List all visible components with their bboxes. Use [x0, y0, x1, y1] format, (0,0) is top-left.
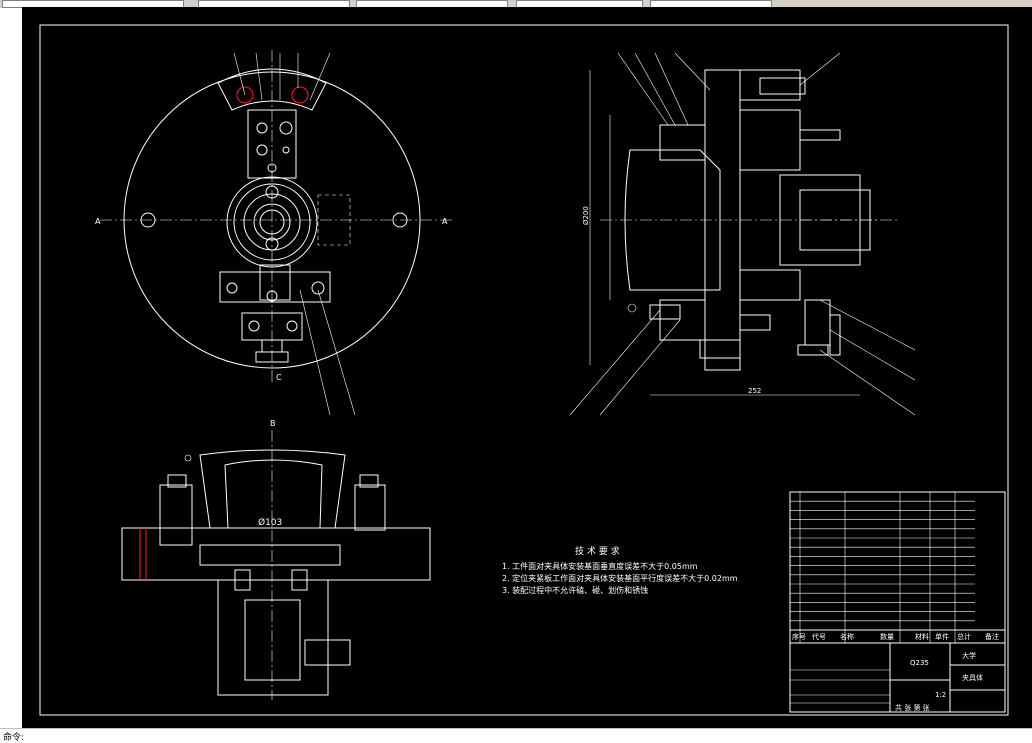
- tech-req-item: 1. 工件面对夹具体安装基面垂直度误差不大于0.05mm: [502, 561, 698, 571]
- command-prompt[interactable]: 命令:: [3, 733, 25, 743]
- bom-header-cell: 名称: [840, 632, 854, 641]
- section-label-a-right: A: [442, 217, 448, 226]
- dim-252: 252: [748, 387, 761, 395]
- section-label-c: C: [276, 373, 282, 382]
- tech-req-item: 2. 定位夹紧板工作面对夹具体安装基面平行度误差不大于0.02mm: [502, 573, 738, 583]
- drawing-name: 夹具体: [962, 673, 983, 682]
- status-bar: 命令:: [0, 728, 1032, 743]
- section-label-a-left: A: [95, 217, 101, 226]
- tech-requirements: 技 术 要 求 1. 工件面对夹具体安装基面垂直度误差不大于0.05mm 2. …: [502, 545, 738, 595]
- section-label-b: B: [270, 419, 276, 428]
- cad-drawing: A A C 252 Ø200: [39, 24, 1009, 716]
- tech-req-item: 3. 装配过程中不允许磕、碰、划伤和锈蚀: [502, 585, 648, 595]
- bom-header-cell: 备注: [985, 632, 999, 641]
- bom-header-cell: 总计: [957, 632, 971, 641]
- drawing-border: [39, 24, 1009, 716]
- bom-header-cell: 数量: [880, 632, 894, 641]
- front-view: Ø103 B: [121, 419, 431, 700]
- title-block: Q235 大学 夹具体 1:2 共 张 第 张 序号代号 名称 数量 材料单件总计 备注: [789, 491, 1006, 713]
- bom-header-cell: 序号: [792, 632, 806, 641]
- material: Q235: [910, 659, 929, 667]
- section-view: 252 Ø200: [569, 52, 916, 416]
- tech-req-title: 技 术 要 求: [575, 545, 620, 557]
- bom-header-cell: 单件: [935, 632, 949, 641]
- dim-phi103: Ø103: [258, 517, 282, 528]
- scale: 1:2: [935, 691, 946, 699]
- bom-header-cell: 材料: [915, 632, 929, 641]
- bom-header-cell: 代号: [812, 632, 826, 641]
- drawing-canvas[interactable]: A A C 252 Ø200: [22, 7, 1032, 728]
- sheet: 共 张 第 张: [895, 703, 930, 712]
- plan-view: A A C: [95, 50, 452, 416]
- school: 大学: [962, 651, 976, 660]
- dim-phi200: Ø200: [582, 206, 590, 225]
